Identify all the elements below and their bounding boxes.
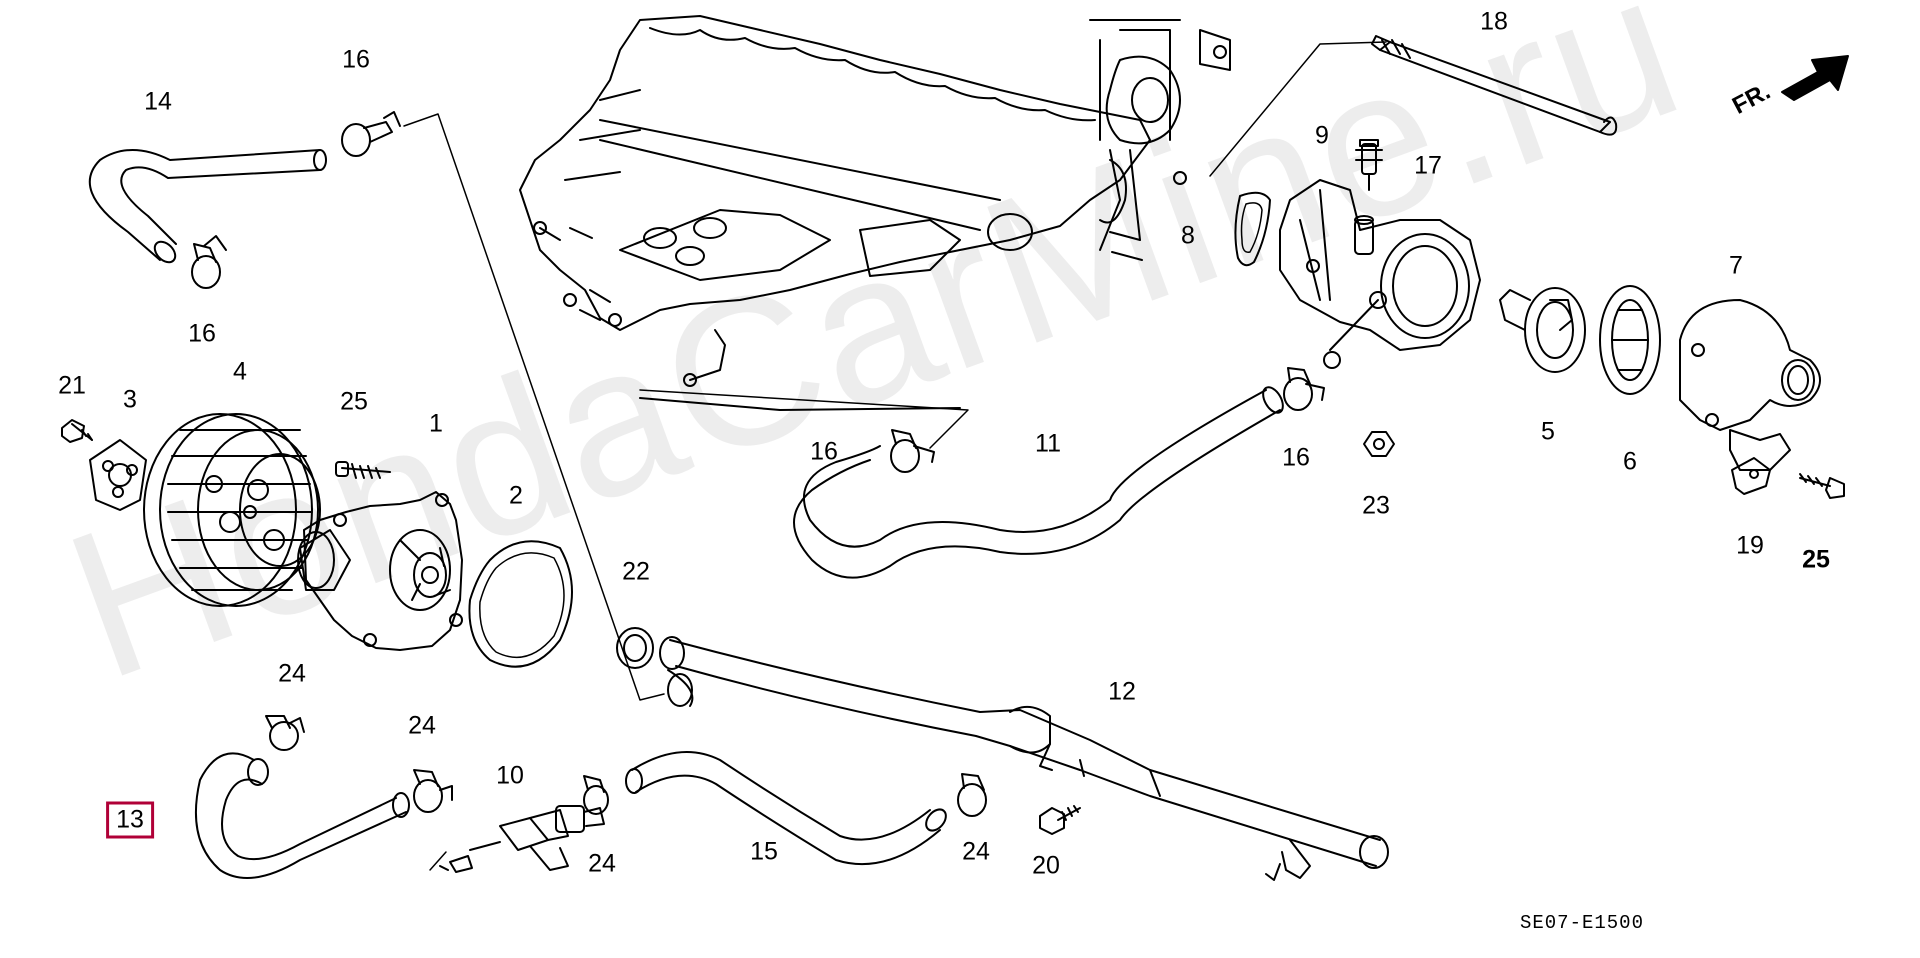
callout-16-top: 16 (342, 45, 370, 74)
gasket-3 (89, 439, 147, 511)
thermo-sensor-17 (1355, 139, 1383, 191)
callout-5: 5 (1541, 417, 1555, 446)
clamp-24-valve (583, 775, 609, 815)
callout-1: 1 (429, 409, 443, 438)
clamp-24-right (957, 773, 987, 817)
callout-20: 20 (1032, 851, 1060, 880)
front-arrow-icon (1781, 55, 1849, 101)
hose-14 (88, 149, 327, 264)
callout-24-valve: 24 (588, 849, 616, 878)
callout-25-right: 25 (1802, 545, 1830, 574)
thermostat-5 (1499, 287, 1586, 373)
stud-18 (1371, 35, 1618, 136)
pulley-4 (143, 413, 321, 607)
callout-24-right: 24 (962, 837, 990, 866)
clamp-16-mid (890, 429, 935, 473)
bracket-19 (1731, 457, 1771, 495)
ring-22 (616, 627, 654, 669)
callout-17: 17 (1414, 151, 1442, 180)
intake-manifold (519, 15, 1231, 411)
hose-13 (194, 752, 410, 879)
bolt-21 (61, 419, 93, 443)
callout-22: 22 (622, 557, 650, 586)
callout-12: 12 (1108, 677, 1136, 706)
leader-lines (403, 41, 1387, 871)
clamp-16-top (341, 111, 401, 157)
callout-10: 10 (496, 761, 524, 790)
nut-23 (1363, 431, 1395, 457)
callout-24-top: 24 (278, 659, 306, 688)
gasket-8 (1234, 191, 1271, 267)
gasket-2 (468, 540, 573, 668)
callout-4: 4 (233, 357, 247, 386)
bolt-25-left (335, 461, 391, 479)
callout-19: 19 (1736, 531, 1764, 560)
water-pipe-12 (659, 636, 1389, 881)
callout-15: 15 (750, 837, 778, 866)
thermostat-housing (1279, 179, 1481, 369)
callout-16-mid: 16 (810, 437, 838, 466)
callout-2: 2 (509, 481, 523, 510)
callout-14: 14 (144, 87, 172, 116)
hose-15 (625, 751, 947, 866)
bolt-20 (1039, 805, 1081, 835)
thermostat-cover-7 (1679, 299, 1821, 471)
clamp-16-left (191, 235, 227, 289)
callout-23: 23 (1362, 491, 1390, 520)
callout-3: 3 (123, 385, 137, 414)
callout-8: 8 (1181, 221, 1195, 250)
callout-16-left: 16 (188, 319, 216, 348)
callout-6: 6 (1623, 447, 1637, 476)
bolt-25-right (1799, 473, 1845, 499)
callout-7: 7 (1729, 251, 1743, 280)
callout-11: 11 (1035, 429, 1061, 458)
clamp-24-mid (413, 769, 453, 813)
callout-9: 9 (1315, 121, 1329, 150)
callout-25-left: 25 (340, 387, 368, 416)
clamp-24-top (265, 715, 305, 751)
diagram-code: SE07-E1500 (1519, 912, 1644, 934)
callout-24-mid: 24 (408, 711, 436, 740)
hose-11 (793, 386, 1284, 579)
callout-16-right: 16 (1282, 443, 1310, 472)
clamp-16-right (1283, 367, 1325, 411)
callout-18: 18 (1480, 7, 1508, 36)
callout-21: 21 (58, 371, 86, 400)
gasket-6 (1599, 285, 1661, 395)
water-pump-1 (297, 491, 463, 651)
valve-10 (439, 805, 605, 873)
callout-13: 13 (106, 801, 154, 839)
